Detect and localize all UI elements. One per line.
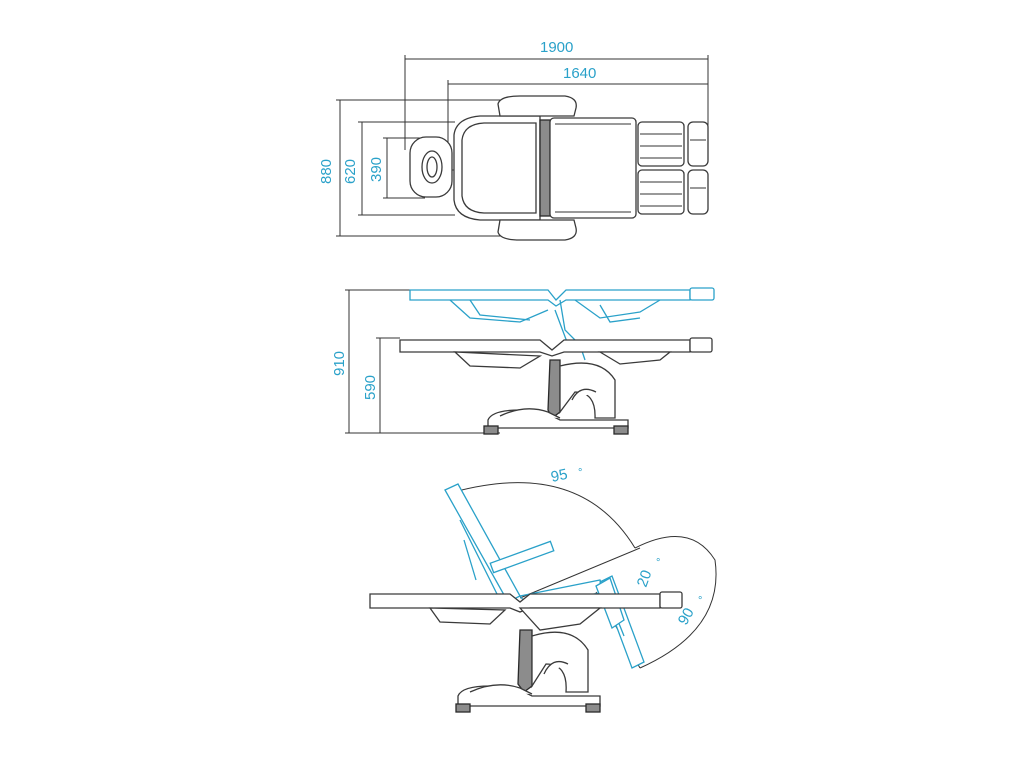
side-view: 910 590	[331, 287, 715, 435]
dimension-910: 910	[331, 289, 500, 434]
dimension-1640: 1640	[447, 65, 708, 150]
chair-lowered-position	[399, 337, 713, 435]
dimension-880-label: 880	[318, 159, 335, 184]
leg-tilt-angle-label: 20	[634, 568, 656, 589]
dimension-910-label: 910	[331, 351, 348, 376]
angle-view: 95 ° 20 ° 90 °	[369, 466, 717, 713]
backrest-angle-label: 95	[549, 466, 569, 486]
backrest-angle-degree: °	[578, 467, 582, 479]
chair-raised-position	[409, 287, 715, 361]
top-view: 1900 1640 880 620 390	[318, 39, 709, 241]
dimension-590: 590	[362, 337, 400, 433]
dimension-1900: 1900	[404, 39, 709, 150]
backrest-angle-arc	[453, 482, 636, 549]
dimension-390: 390	[368, 137, 425, 199]
chair-flat-position	[369, 591, 683, 713]
dimension-390-label: 390	[368, 157, 385, 182]
dimension-590-label: 590	[362, 375, 379, 400]
leg-fold-angle-label: 90	[675, 605, 698, 628]
dimension-620: 620	[342, 121, 455, 216]
dimension-620-label: 620	[342, 159, 359, 184]
dimension-880: 880	[318, 99, 520, 237]
chair-top-outline	[409, 95, 709, 241]
leg-tilt-angle-degree: °	[656, 557, 660, 569]
leg-fold-angle-degree: °	[698, 595, 702, 607]
dimension-1900-label: 1900	[540, 39, 573, 56]
dimension-1640-label: 1640	[563, 65, 596, 82]
leg-angle-arc	[634, 535, 717, 669]
